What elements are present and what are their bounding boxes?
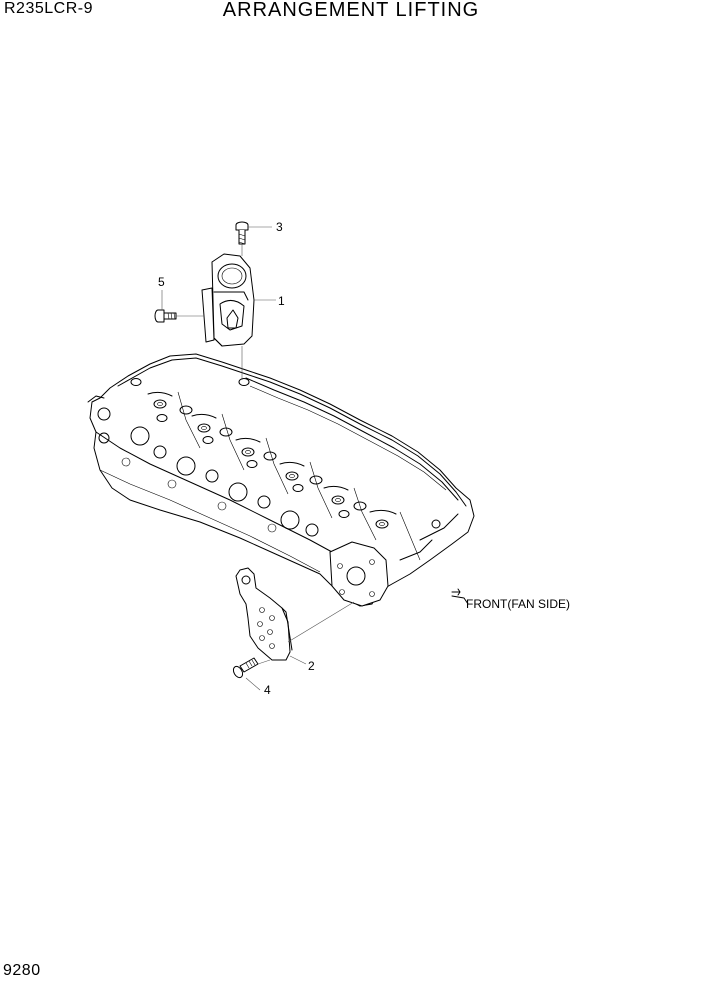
cylinder-head (87, 353, 475, 607)
callout-5: 5 (158, 275, 165, 289)
lifting-bracket-lower (235, 567, 293, 661)
lifting-bracket-upper (201, 253, 255, 347)
front-direction-label: FRONT(FAN SIDE) (466, 597, 570, 611)
bolt-5 (154, 309, 177, 323)
callout-2: 2 (308, 659, 315, 673)
callout-3: 3 (276, 220, 283, 234)
valve-bosses (130, 378, 389, 529)
bolt-3 (235, 221, 249, 245)
callout-1: 1 (278, 294, 285, 308)
model-code: R235LCR-9 (4, 0, 93, 17)
page-number: 9280 (3, 962, 41, 979)
page-title: ARRANGEMENT LIFTING (222, 0, 480, 21)
front-direction-arrow-icon (451, 588, 469, 605)
callout-4: 4 (264, 683, 271, 697)
bolt-4 (232, 657, 259, 679)
